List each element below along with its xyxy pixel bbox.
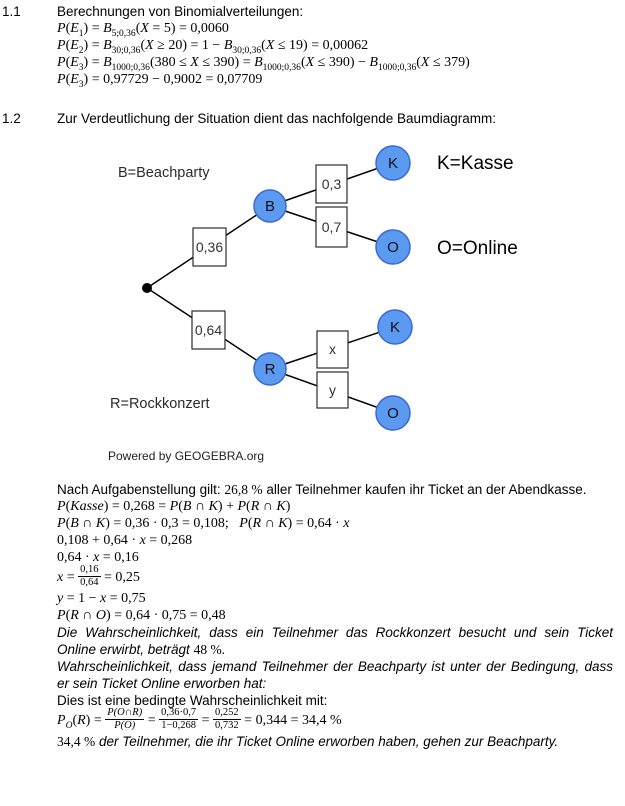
node-label-k-top: K (388, 155, 398, 172)
tree-node-k-top (375, 145, 411, 181)
geogebra-credit: Powered by GEOGEBRA.org (108, 449, 265, 463)
edge-label-box-0-64 (191, 310, 226, 350)
edge-label-0-7: 0,7 (322, 219, 342, 235)
section-1-1-content: Berechnungen von Binomialverteilungen: P… (57, 3, 613, 90)
edge-label-box-x (316, 330, 349, 369)
tree-node-root (142, 283, 152, 293)
math-line: P(E2) = B30;0,36(X ≥ 20) = 1 − B30;0,36(… (57, 38, 369, 56)
edge-label-box-0-7 (315, 206, 348, 248)
edge-label-box-y (316, 371, 349, 409)
edge-label-0-36: 0,36 (196, 239, 223, 255)
edge-label-0-64: 0,64 (195, 322, 222, 338)
paragraph-bedingung: Wahrscheinlichkeit, dass jemand Teilnehm… (57, 659, 613, 691)
math-line: P(E1) = B5;0,36(X = 5) = 0,0060 (57, 21, 229, 39)
paragraph-aufgabenstellung: Nach Aufgabenstellung gilt: 26,8 % aller… (57, 482, 587, 497)
edge-label-0-3: 0,3 (322, 176, 342, 192)
math-line: y = 1 − x = 0,75 (57, 591, 146, 606)
math-line: P(Kasse) = 0,268 = P(B ∩ K) + P(R ∩ K) (57, 499, 291, 514)
paragraph-fazit: 34,4 % der Teilnehmer, die ihr Ticket On… (57, 734, 559, 749)
edge-label-y: y (329, 382, 336, 398)
tree-node-k-bottom (377, 309, 413, 345)
edge-label-box-0-36 (192, 227, 227, 267)
math-line: 0,108 + 0,64 · x = 0,268 (57, 533, 193, 548)
tree-node-o-bottom (375, 395, 411, 431)
math-line: 0,64 · x = 0,16 (57, 550, 139, 565)
tree-diagram: 0,36 0,64 0,3 0,7 x y B R K O K O B=Beac… (110, 145, 518, 431)
legend-rockkonzert: R=Rockkonzert (110, 396, 210, 412)
node-label-o-top: O (387, 239, 399, 256)
tree-node-r (253, 352, 287, 386)
item-number-1-2: 1.2 (2, 111, 21, 126)
math-line: P(E3) = 0,97729 − 0,9002 = 0,07709 (57, 72, 263, 90)
edge-label-box-0-3 (315, 164, 348, 204)
math-line: P(B ∩ K) = 0,36 · 0,3 = 0,108; P(R ∩ K) … (57, 516, 350, 531)
edge-label-x: x (329, 341, 336, 357)
node-label-b: B (265, 198, 275, 215)
section-1-1-heading: Berechnungen von Binomialverteilungen: (57, 4, 304, 19)
section-1-1: 1.1 Berechnungen von Binomialverteilunge… (0, 3, 625, 90)
legend-beachparty: B=Beachparty (118, 165, 210, 181)
node-label-r: R (265, 361, 276, 378)
paragraph-bedingte-wahrscheinlichkeit: Dies ist eine bedingte Wahrscheinlichkei… (57, 693, 328, 708)
node-label-o-bottom: O (387, 405, 399, 422)
math-line: P(R ∩ O) = 0,64 · 0,75 = 0,48 (57, 608, 226, 623)
section-1-2-intro: Zur Verdeutlichung der Situation dient d… (57, 111, 497, 126)
solution-text-block: Nach Aufgabenstellung gilt: 26,8 % aller… (57, 481, 613, 750)
legend-kasse: K=Kasse (437, 153, 514, 174)
item-number-1-1: 1.1 (2, 4, 21, 19)
tree-node-b (253, 189, 287, 223)
paragraph-rockkonzert-online: Die Wahrscheinlichkeit, dass ein Teilneh… (57, 625, 613, 657)
legend-online: O=Online (437, 238, 518, 259)
node-label-k-bottom: K (390, 319, 400, 336)
section-1-2: 1.2 Zur Verdeutlichung der Situation die… (0, 110, 625, 127)
math-line: P(E3) = B1000;0,36(380 ≤ X ≤ 390) = B100… (57, 55, 470, 73)
tree-node-o-top (375, 229, 411, 265)
